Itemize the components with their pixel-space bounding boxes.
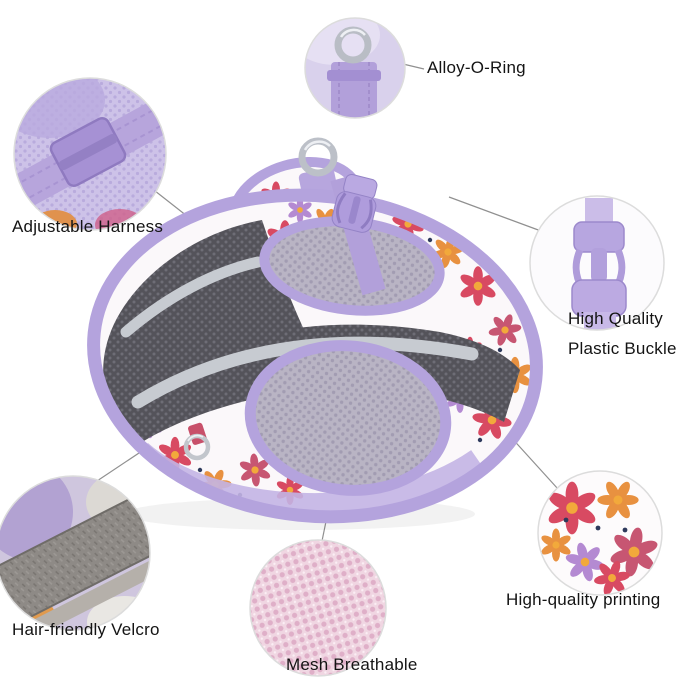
harness-illustration xyxy=(87,137,543,530)
callout-oring xyxy=(304,17,406,119)
label-alloy-o-ring: Alloy-O-Ring xyxy=(427,58,526,77)
connector-line-printing xyxy=(508,434,559,490)
plastic-buckle-icon xyxy=(331,173,378,233)
reflective-stripe xyxy=(120,256,264,338)
callout-mesh xyxy=(249,539,387,677)
label-hair-friendly-velcro: Hair-friendly Velcro xyxy=(12,620,160,639)
strap-slider-icon xyxy=(49,117,127,187)
callout-printing xyxy=(537,470,663,596)
connector-line-buckle xyxy=(448,196,542,232)
label-plastic-buckle: High Quality Plastic Buckle xyxy=(568,304,677,364)
side-d-ring-icon xyxy=(183,422,211,461)
callout-buckle xyxy=(529,195,665,331)
label-adjustable-harness: Adjustable Harness xyxy=(12,217,164,236)
label-high-quality-printing: High-quality printing xyxy=(506,590,661,609)
leg-opening xyxy=(244,340,452,496)
callout-adjustable xyxy=(13,77,167,231)
label-plastic-buckle-line1: High Quality xyxy=(568,309,663,328)
label-mesh-breathable: Mesh Breathable xyxy=(286,655,418,674)
reflective-stripe xyxy=(131,336,479,409)
mesh-texture xyxy=(250,540,386,676)
connector-line-oring xyxy=(402,63,425,70)
harness-piping xyxy=(87,188,543,524)
label-plastic-buckle-line2: Plastic Buckle xyxy=(568,339,677,358)
